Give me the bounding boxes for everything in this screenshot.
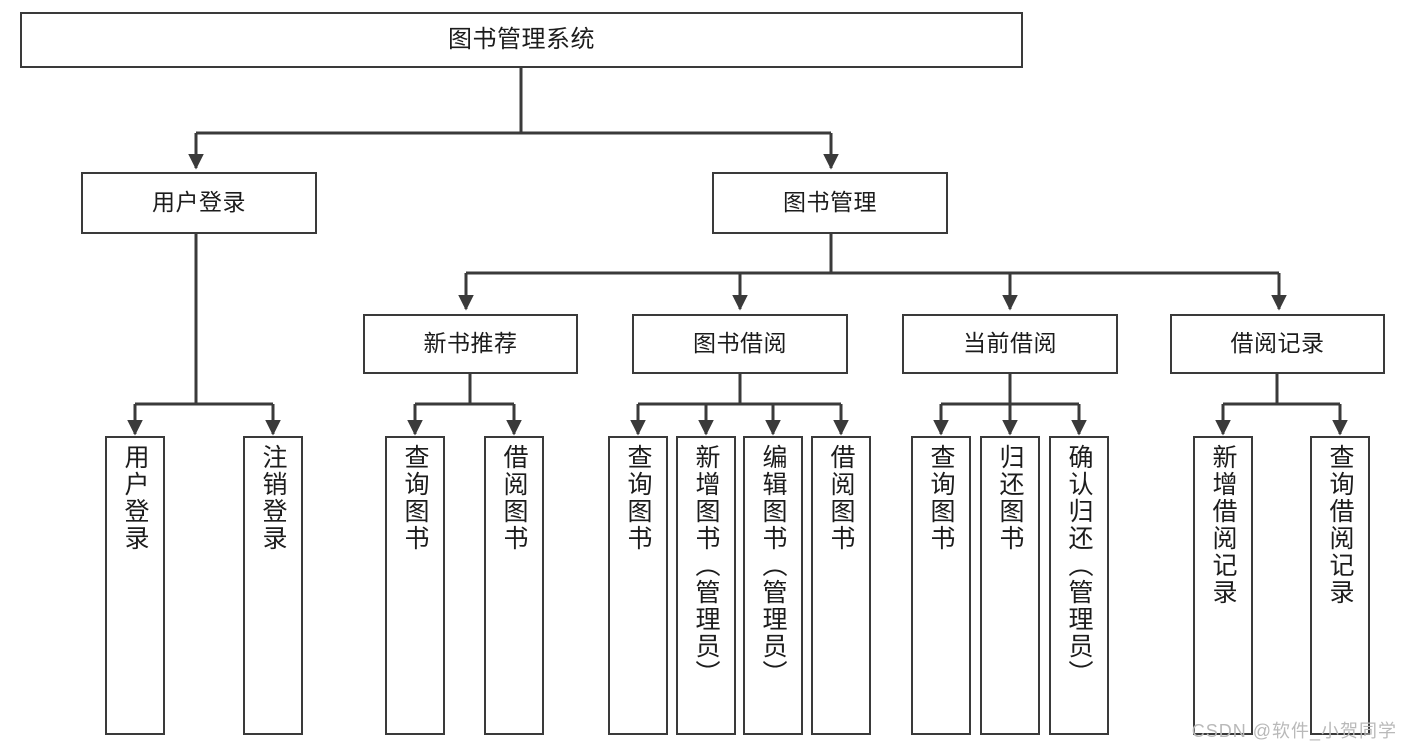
leaf-recommend-borrow-book[interactable]: 借阅图书 bbox=[484, 436, 544, 735]
leaf-borrow-edit-book-admin[interactable]: 编辑图书（管理员） bbox=[743, 436, 803, 735]
node-label: 编辑图书（管理员） bbox=[759, 444, 787, 687]
node-label: 借阅图书 bbox=[827, 444, 855, 552]
node-label: 查询图书 bbox=[401, 444, 429, 552]
node-new-book-recommend[interactable]: 新书推荐 bbox=[363, 314, 578, 374]
node-label: 查询图书 bbox=[927, 444, 955, 552]
node-label: 图书管理系统 bbox=[448, 25, 595, 53]
node-label: 图书借阅 bbox=[693, 330, 787, 357]
leaf-current-return-book[interactable]: 归还图书 bbox=[980, 436, 1040, 735]
leaf-recommend-query-book[interactable]: 查询图书 bbox=[385, 436, 445, 735]
node-label: 注销登录 bbox=[259, 444, 287, 552]
node-label: 新增借阅记录 bbox=[1209, 444, 1237, 606]
leaf-record-add-record[interactable]: 新增借阅记录 bbox=[1193, 436, 1253, 735]
node-label: 借阅记录 bbox=[1230, 330, 1325, 357]
leaf-current-confirm-return-admin[interactable]: 确认归还（管理员） bbox=[1049, 436, 1109, 735]
node-label: 借阅图书 bbox=[500, 444, 528, 552]
node-root-system[interactable]: 图书管理系统 bbox=[20, 12, 1023, 68]
node-label: 当前借阅 bbox=[963, 330, 1057, 357]
node-current-borrow[interactable]: 当前借阅 bbox=[902, 314, 1118, 374]
leaf-user-login-login[interactable]: 用户登录 bbox=[105, 436, 165, 735]
leaf-borrow-add-book-admin[interactable]: 新增图书（管理员） bbox=[676, 436, 736, 735]
node-label: 查询借阅记录 bbox=[1326, 444, 1354, 606]
node-borrow-record[interactable]: 借阅记录 bbox=[1170, 314, 1385, 374]
leaf-current-query-book[interactable]: 查询图书 bbox=[911, 436, 971, 735]
leaf-record-query-record[interactable]: 查询借阅记录 bbox=[1310, 436, 1370, 735]
node-label: 用户登录 bbox=[152, 189, 246, 216]
node-label: 查询图书 bbox=[624, 444, 652, 552]
watermark-text: CSDN @软件_小贺同学 bbox=[1191, 721, 1397, 741]
node-book-management[interactable]: 图书管理 bbox=[712, 172, 948, 234]
node-label: 图书管理 bbox=[783, 189, 877, 216]
node-user-login[interactable]: 用户登录 bbox=[81, 172, 317, 234]
node-label: 归还图书 bbox=[996, 444, 1024, 552]
leaf-borrow-query-book[interactable]: 查询图书 bbox=[608, 436, 668, 735]
node-book-borrow[interactable]: 图书借阅 bbox=[632, 314, 848, 374]
node-label: 新书推荐 bbox=[423, 330, 518, 357]
node-label: 新增图书（管理员） bbox=[692, 444, 720, 687]
leaf-borrow-borrow-book[interactable]: 借阅图书 bbox=[811, 436, 871, 735]
node-label: 用户登录 bbox=[121, 444, 149, 552]
leaf-user-login-logout[interactable]: 注销登录 bbox=[243, 436, 303, 735]
node-label: 确认归还（管理员） bbox=[1065, 444, 1093, 687]
